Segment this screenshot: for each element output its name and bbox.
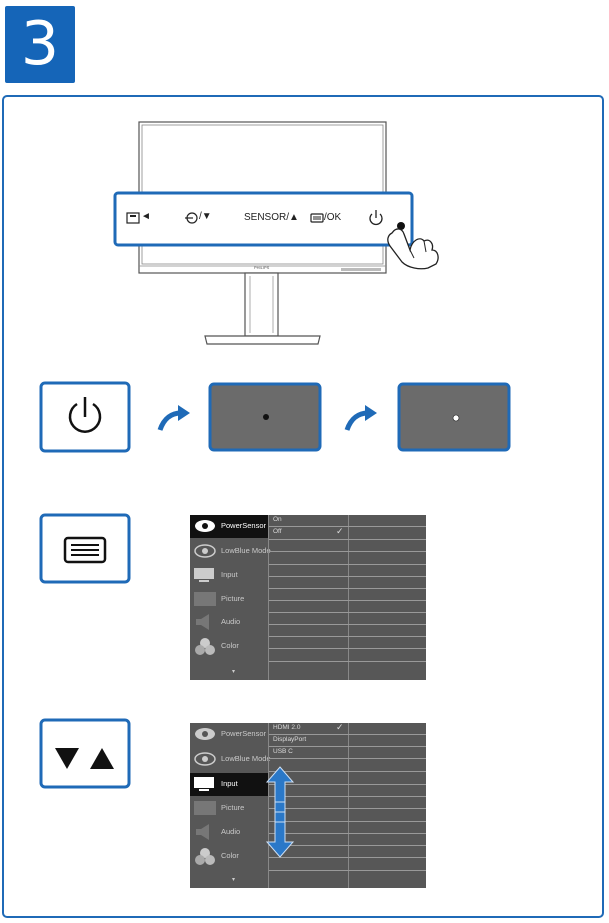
row-divider bbox=[269, 661, 426, 662]
menu-item-input: Input bbox=[190, 564, 268, 587]
osd-menu-powersensor: PowerSensor LowBlue Mode Input Picture A… bbox=[190, 515, 426, 680]
up-arrow-icon bbox=[90, 748, 114, 769]
picture-icon bbox=[194, 592, 216, 606]
control-keys-highlight bbox=[113, 191, 414, 247]
next-arrow-icon bbox=[157, 405, 190, 431]
osd-menu-input: PowerSensor LowBlue Mode Input Picture A… bbox=[190, 722, 426, 888]
menu-left-key-label: ◄ bbox=[141, 211, 151, 222]
menu-item-lowblue: LowBlue Mode bbox=[190, 540, 271, 563]
row-divider bbox=[269, 588, 426, 589]
pressing-hand-icon bbox=[387, 228, 439, 270]
column-divider bbox=[348, 515, 349, 680]
menu-item-picture: Picture bbox=[190, 797, 268, 820]
menu-icon bbox=[63, 536, 107, 564]
led-off-dot bbox=[263, 414, 269, 420]
option-on: On bbox=[273, 516, 282, 523]
row-divider bbox=[269, 870, 426, 871]
lowblue-eye-icon bbox=[194, 752, 216, 766]
led-on-dot bbox=[452, 414, 460, 422]
row-divider bbox=[269, 833, 426, 834]
checkmark-icon: ✓ bbox=[336, 526, 344, 536]
scroll-down-indicator: ▾ bbox=[232, 669, 236, 675]
power-icon bbox=[68, 397, 102, 433]
menu-item-input: Input bbox=[190, 773, 268, 796]
row-divider bbox=[269, 758, 426, 759]
power-key-icon bbox=[369, 210, 383, 226]
menu-item-color: Color bbox=[190, 845, 268, 868]
row-divider bbox=[269, 857, 426, 858]
menu-item-picture: Picture bbox=[190, 588, 268, 611]
row-divider bbox=[269, 526, 426, 527]
sensor-up-key-label: SENSOR/▲ bbox=[244, 212, 299, 223]
row-divider bbox=[269, 636, 426, 637]
row-divider bbox=[269, 551, 426, 552]
column-divider bbox=[348, 723, 349, 888]
eye-icon bbox=[195, 728, 215, 740]
column-divider bbox=[268, 515, 269, 680]
color-icon bbox=[195, 848, 215, 865]
checkmark-icon: ✓ bbox=[336, 722, 344, 732]
speaker-icon bbox=[196, 824, 209, 840]
row-divider bbox=[269, 624, 426, 625]
arrow-buttons-tile bbox=[39, 718, 131, 789]
input-icon bbox=[194, 568, 214, 582]
row-divider bbox=[269, 796, 426, 797]
row-divider bbox=[269, 564, 426, 565]
speaker-icon bbox=[196, 614, 209, 630]
scroll-down-indicator: ▾ bbox=[232, 877, 236, 883]
row-divider bbox=[269, 821, 426, 822]
row-divider bbox=[269, 784, 426, 785]
eye-icon bbox=[195, 520, 215, 532]
menu-item-lowblue: LowBlue Mode bbox=[190, 748, 271, 771]
menu-item-powersensor: PowerSensor bbox=[190, 723, 268, 746]
step-number: 3 bbox=[20, 9, 60, 79]
option-off: Off✓ bbox=[273, 526, 344, 536]
option-hdmi: HDMI 2.0✓ bbox=[273, 722, 344, 732]
down-arrow-icon bbox=[55, 748, 79, 769]
row-divider bbox=[269, 746, 426, 747]
input-down-key-label: /▼ bbox=[199, 211, 212, 222]
option-displayport: DisplayPort bbox=[273, 736, 307, 743]
lowblue-eye-icon bbox=[194, 544, 216, 558]
menu-item-powersensor: PowerSensor bbox=[190, 515, 268, 538]
up-down-scroll-arrow-icon bbox=[265, 766, 295, 858]
row-divider bbox=[269, 808, 426, 809]
column-divider bbox=[268, 723, 269, 888]
menu-item-color: Color bbox=[190, 635, 268, 658]
row-divider bbox=[269, 734, 426, 735]
row-divider bbox=[269, 648, 426, 649]
row-divider bbox=[269, 539, 426, 540]
next-arrow-icon bbox=[344, 405, 377, 431]
row-divider bbox=[269, 771, 426, 772]
power-led-dot bbox=[397, 222, 405, 230]
row-divider bbox=[269, 600, 426, 601]
menu-ok-key-icon bbox=[310, 213, 324, 223]
input-key-icon bbox=[185, 212, 198, 224]
row-divider bbox=[269, 576, 426, 577]
monitor-brand-logo: PHILIPS bbox=[254, 265, 270, 270]
color-icon bbox=[195, 638, 215, 655]
menu-ok-key-label: /OK bbox=[324, 212, 342, 223]
row-divider bbox=[269, 845, 426, 846]
option-usbc: USB C bbox=[273, 748, 293, 755]
step-number-badge: 3 bbox=[5, 6, 75, 83]
menu-item-audio: Audio bbox=[190, 821, 268, 844]
menu-left-key-icon bbox=[126, 212, 140, 224]
menu-button-tile bbox=[39, 513, 131, 584]
input-icon bbox=[194, 777, 214, 791]
menu-item-audio: Audio bbox=[190, 611, 268, 634]
row-divider bbox=[269, 612, 426, 613]
picture-icon bbox=[194, 801, 216, 815]
